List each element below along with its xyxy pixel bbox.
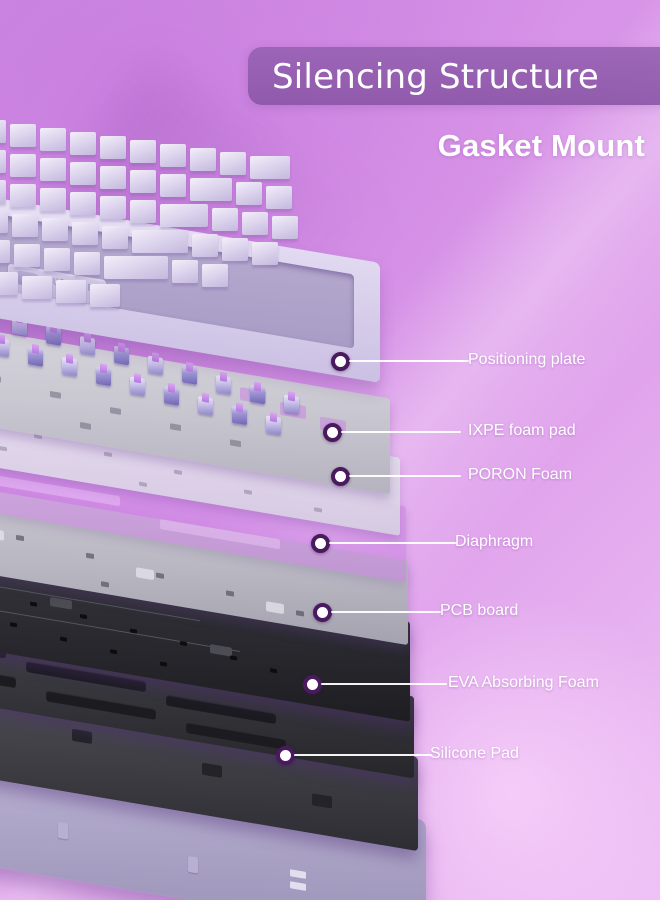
silicone-notch <box>312 793 332 809</box>
callout-label: IXPE foam pad <box>468 422 576 439</box>
callout-label: Diaphragm <box>455 533 534 550</box>
callout-label: PCB board <box>440 602 519 619</box>
title-banner <box>248 47 660 105</box>
callout-dot-icon[interactable] <box>323 423 342 442</box>
callout-leader-line <box>329 542 457 544</box>
callout-dot-icon[interactable] <box>303 675 322 694</box>
callout-leader-line <box>321 683 447 685</box>
case-tab <box>58 821 68 840</box>
callout-positioning-plate: Positioning plate <box>0 0 660 371</box>
eva-cutout <box>46 690 156 720</box>
callout-leader-line <box>331 611 441 613</box>
callout-label: Positioning plate <box>468 351 586 368</box>
eva-cutout <box>166 694 276 725</box>
callout-label: EVA Absorbing Foam <box>448 674 599 691</box>
case-port <box>290 869 306 879</box>
callout-diaphragm: Diaphragm <box>0 0 660 553</box>
callout-dot-icon[interactable] <box>313 603 332 622</box>
page-title: Silencing Structure <box>272 57 599 97</box>
layer-keycaps <box>0 96 360 307</box>
callout-dot-icon[interactable] <box>331 467 350 486</box>
callout-leader-line <box>341 431 461 433</box>
callout-label: Silicone Pad <box>430 745 519 762</box>
callout-poron-foam: PORON Foam <box>0 0 660 486</box>
callout-label: PORON Foam <box>468 466 573 483</box>
silicone-notch <box>72 728 92 745</box>
page-subtitle: Gasket Mount <box>437 128 645 163</box>
callout-silicone-pad: Silicone Pad <box>0 0 660 765</box>
case-tab <box>188 855 198 874</box>
callout-dot-icon[interactable] <box>331 352 350 371</box>
eva-cutout <box>0 660 16 689</box>
silicone-notch <box>202 762 222 779</box>
case-port <box>290 881 306 891</box>
callout-leader-line <box>349 360 469 362</box>
callout-dot-icon[interactable] <box>311 534 330 553</box>
callout-pcb-board: PCB board <box>0 0 660 622</box>
callout-eva-absorbing-foam: EVA Absorbing Foam <box>0 0 660 694</box>
pcb-pad <box>210 643 232 657</box>
callout-leader-line <box>294 754 432 756</box>
callout-leader-line <box>349 475 461 477</box>
callout-ixpe-foam-pad: IXPE foam pad <box>0 0 660 442</box>
callout-dot-icon[interactable] <box>276 746 295 765</box>
